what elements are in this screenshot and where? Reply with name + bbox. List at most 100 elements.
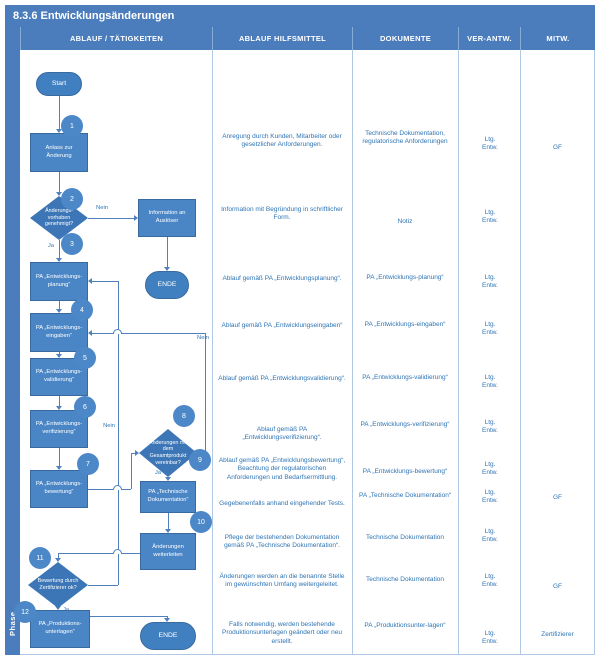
mitwirkung-cell: GF <box>552 583 563 590</box>
step-number-2: 2 <box>61 188 83 210</box>
ende-node-1: ENDE <box>145 271 189 299</box>
dokumente-cell: Notiz <box>397 218 413 225</box>
page-title: 8.3.6 Entwicklungsänderungen <box>5 5 595 27</box>
step-anlass-zur-aenderung: Anlass zur Änderung <box>30 133 88 172</box>
verantwortung-cell: Ltg. Entw. <box>482 274 498 290</box>
arrowhead <box>55 405 62 410</box>
arrowhead <box>163 617 170 622</box>
connector <box>58 552 140 554</box>
connector-nein-d2 <box>204 333 206 453</box>
verantwortung-cell: Ltg. Entw. <box>482 528 498 544</box>
step-pa-entwicklungsbewertung: PA „Entwicklungs-bewertung“ <box>30 470 88 508</box>
decision-gesamtprodukt-label: Änderungen mit dem Gesamtprodukt vereinb… <box>148 439 188 466</box>
verantwortung-cell: Ltg. Entw. <box>482 209 498 225</box>
column-divider <box>520 50 521 655</box>
dokumente-cell: PA „Produktionsunter-lagen“ <box>364 622 446 629</box>
step-number-8: 8 <box>173 405 195 427</box>
connector <box>130 453 132 489</box>
mitwirkung-cell: Zertifizierer <box>541 631 574 638</box>
connector <box>58 396 60 406</box>
connector <box>58 96 60 129</box>
arrowhead <box>88 329 92 336</box>
verantwortung-cell: Ltg. Entw. <box>482 321 498 337</box>
verantwortung-cell: Ltg. Entw. <box>482 419 498 435</box>
line-hop <box>113 484 122 490</box>
arrowhead <box>55 128 62 133</box>
connector <box>167 513 169 529</box>
ja-label-d1: Ja <box>47 243 54 249</box>
column-header-ablauf-hilfsmittel: ABLAUF HILFSMITTEL <box>212 27 352 50</box>
connector <box>58 352 60 354</box>
dokumente-cell: PA „Technische Dokumentation“ <box>358 492 451 499</box>
step-number-7: 7 <box>77 453 99 475</box>
step-number-12: 12 <box>14 601 36 623</box>
step-number-11: 11 <box>29 547 51 569</box>
column-header-mitw: MITW. <box>520 27 595 50</box>
step-pa-technische-dokumentation: PA „Technische Dokumentation“ <box>140 481 196 513</box>
dokumente-cell: Technische Dokumentation, regulatorische… <box>362 130 448 146</box>
verantwortung-cell: Ltg. Entw. <box>482 489 498 505</box>
mitwirkung-cell: GF <box>552 494 563 501</box>
decision-zertifizierer-label: Bewertung durch Zertifizierer ok? <box>37 578 79 591</box>
line-hop <box>113 328 122 334</box>
start-node: Start <box>36 72 82 96</box>
nein-label-d3: Nein <box>103 423 115 429</box>
hilfsmittel-cell: Ablauf gemäß PA „Entwicklungsverifizieru… <box>242 426 322 442</box>
connector-nein-d3 <box>88 584 118 586</box>
connector <box>57 553 59 559</box>
hilfsmittel-cell: Ablauf gemäß PA „Entwicklungsplanung“. <box>222 275 342 282</box>
nein-label-d2: Nein <box>197 335 209 341</box>
connector-nein-d1 <box>88 217 134 219</box>
step-number-6: 6 <box>74 396 96 418</box>
verantwortung-cell: Ltg. Entw. <box>482 630 498 646</box>
step-pa-entwicklungsplanung: PA „Entwicklungs-planung“ <box>30 262 88 301</box>
dokumente-cell: PA „Entwicklungs-planung“ <box>366 274 444 281</box>
column-header-dokumente: DOKUMENTE <box>352 27 458 50</box>
step-number-9: 9 <box>189 449 211 471</box>
verantwortung-cell: Ltg. Entw. <box>482 136 498 152</box>
step-number-3: 3 <box>61 233 83 255</box>
column-divider <box>212 50 213 655</box>
verantwortung-cell: Ltg. Entw. <box>482 461 498 477</box>
connector-ja-d1 <box>58 240 60 258</box>
arrowhead <box>133 214 138 221</box>
arrowhead <box>55 353 62 358</box>
connector <box>58 172 60 192</box>
connector <box>166 237 168 267</box>
dokumente-cell: Technische Dokumentation <box>365 534 445 541</box>
hilfsmittel-cell: Gegebenenfalls anhand eingehender Tests. <box>219 500 345 507</box>
ende-node-2: ENDE <box>140 622 196 650</box>
column-header-verantw: VER-ANTW. <box>458 27 520 50</box>
arrowhead <box>55 257 62 262</box>
connector-nein-d3 <box>92 280 118 282</box>
connector-nein-d2 <box>92 332 205 334</box>
connector <box>58 301 60 309</box>
dokumente-cell: PA „Entwicklungs-validierung“ <box>362 374 448 381</box>
hilfsmittel-cell: Falls notwendig, werden bestehende Produ… <box>222 621 342 645</box>
ja-label-d2: Ja <box>154 470 161 476</box>
connector <box>88 488 131 490</box>
line-hop <box>113 548 122 554</box>
arrowhead <box>55 308 62 313</box>
column-header-ablauf-taetigkeiten: ABLAUF / TÄTIGKEITEN <box>20 27 212 50</box>
nein-label-d1: Nein <box>96 205 108 211</box>
dokumente-cell: PA „Entwicklungs-bewertung“ <box>362 468 448 475</box>
hilfsmittel-cell: Anregung durch Kunden, Mitarbeiter oder … <box>222 133 342 149</box>
verantwortung-cell: Ltg. Entw. <box>482 374 498 390</box>
phase-strip <box>5 27 20 655</box>
hilfsmittel-cell: Ablauf gemäß PA „Entwicklungsbewertung“,… <box>218 457 346 481</box>
step-number-5: 5 <box>74 347 96 369</box>
dokumente-cell: PA „Entwicklungs-eingaben“ <box>364 321 446 328</box>
hilfsmittel-cell: Pflege der bestehenden Dokumentation gem… <box>224 534 340 550</box>
connector <box>131 452 135 454</box>
arrowhead <box>164 528 171 533</box>
hilfsmittel-cell: Ablauf gemäß PA „Entwicklungseingaben“ <box>221 322 343 329</box>
step-number-10: 10 <box>190 511 212 533</box>
arrowhead <box>163 266 170 271</box>
mitwirkung-cell: GF <box>552 144 563 151</box>
table-body-frame <box>20 50 595 655</box>
step-information-an-ausloeser: Information an Auslöser <box>138 199 196 237</box>
dokumente-cell: Technische Dokumentation <box>365 576 445 583</box>
decision-genehmigt-label: Änderungs-vorhaben genehmigt? <box>44 207 74 228</box>
